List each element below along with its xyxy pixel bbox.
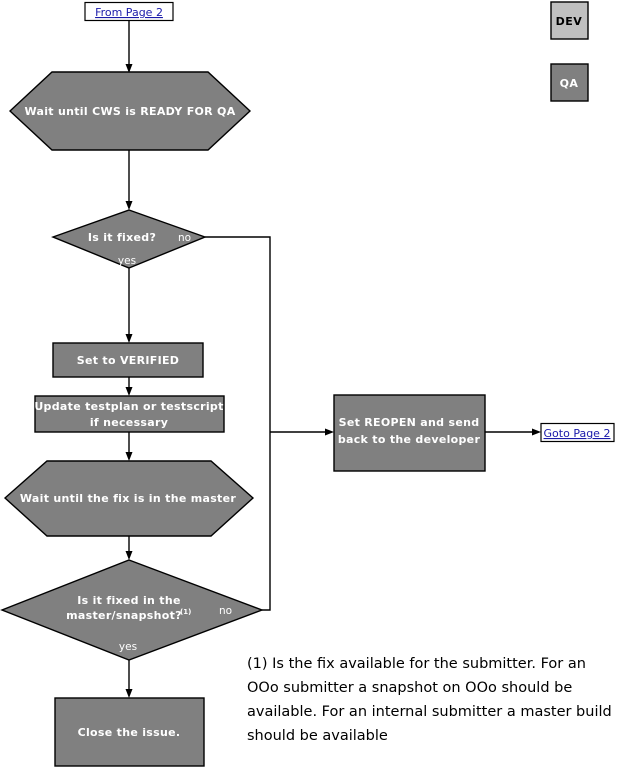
legend-dev: DEV: [550, 1, 589, 40]
legend-qa-label: QA: [560, 77, 579, 90]
wait-ready-hexagon: [8, 71, 252, 151]
set-reopen-box: [333, 394, 486, 472]
node-is-it-fixed[interactable]: Is it fixed?: [51, 209, 207, 269]
offpage-ref-from-page-2[interactable]: From Page 2: [84, 1, 174, 22]
update-testplan-label-line2: if necessary: [90, 416, 168, 429]
goto-page-ref-label: Goto Page 2: [544, 427, 611, 440]
is-fixed-master-label-line2: master/snapshot?: [66, 609, 182, 622]
arrowhead-is-fixed-master: [125, 551, 133, 560]
from-page-ref-label: From Page 2: [95, 6, 163, 19]
arrowhead-set-reopen: [325, 428, 334, 436]
branch-label-is-fixed-no: no: [178, 232, 191, 244]
from-page-ref-box: [84, 1, 174, 22]
node-is-fixed-in-master[interactable]: Is it fixed in the master/snapshot? (1): [0, 559, 264, 661]
footnote-block: (1) Is the fix available for the submitt…: [247, 656, 612, 744]
arrowhead-wait-master: [125, 452, 133, 461]
goto-page-ref-box: [540, 422, 615, 443]
node-set-to-verified[interactable]: Set to VERIFIED: [52, 342, 204, 378]
set-verified-label: Set to VERIFIED: [77, 354, 179, 367]
arrowhead-wait-ready: [125, 64, 133, 73]
node-close-the-issue[interactable]: Close the issue.: [54, 697, 205, 767]
set-reopen-label-line2: back to the developer: [338, 433, 481, 446]
node-set-reopen[interactable]: Set REOPEN and send back to the develope…: [333, 394, 486, 472]
is-fixed-master-footnote-marker: (1): [180, 608, 191, 616]
arrowhead-close-issue: [125, 689, 133, 698]
footnote-line-1: (1) Is the fix available for the submitt…: [247, 656, 586, 672]
branch-label-master-yes: yes: [119, 641, 137, 653]
is-fixed-master-label-line1: Is it fixed in the: [77, 594, 181, 607]
arrowhead-set-verified: [125, 334, 133, 343]
wait-master-hexagon: [3, 460, 255, 537]
connector-is-fixed-master-no-to-bus: [262, 432, 271, 611]
footnote-line-2: OOo submitter a snapshot on OOo should b…: [247, 680, 572, 696]
is-it-fixed-label: Is it fixed?: [88, 231, 156, 244]
arrowhead-update-testplan: [125, 387, 133, 396]
close-issue-label: Close the issue.: [78, 726, 181, 739]
footnote-line-3: available. For an internal submitter a m…: [247, 704, 612, 720]
is-fixed-master-diamond: [0, 559, 264, 661]
offpage-ref-goto-page-2[interactable]: Goto Page 2: [540, 422, 615, 443]
footnote-line-4: should be available: [247, 728, 388, 744]
arrowhead-gotopage: [532, 428, 541, 436]
branch-label-is-fixed-yes: yes: [118, 255, 136, 267]
legend-dev-label: DEV: [556, 15, 583, 28]
legend-qa: QA: [550, 63, 589, 102]
update-testplan-label-line1: Update testplan or testscript: [34, 400, 223, 413]
connector-is-fixed-no-to-bus: [205, 236, 271, 432]
set-verified-box: [52, 342, 204, 378]
arrowhead-is-fixed: [125, 201, 133, 210]
node-wait-until-cws-ready[interactable]: Wait until CWS is READY FOR QA: [8, 71, 252, 151]
close-issue-box: [54, 697, 205, 767]
node-wait-fix-in-master[interactable]: Wait until the fix is in the master: [3, 460, 255, 537]
legend-qa-swatch: [550, 63, 589, 102]
is-it-fixed-diamond: [51, 209, 207, 269]
node-update-testplan[interactable]: Update testplan or testscript if necessa…: [34, 395, 225, 433]
branch-label-master-no: no: [219, 605, 232, 617]
set-reopen-label-line1: Set REOPEN and send: [339, 416, 480, 429]
update-testplan-box: [34, 395, 225, 433]
wait-ready-label: Wait until CWS is READY FOR QA: [24, 105, 235, 118]
wait-master-label: Wait until the fix is in the master: [20, 492, 236, 505]
legend-dev-swatch: [550, 1, 589, 40]
